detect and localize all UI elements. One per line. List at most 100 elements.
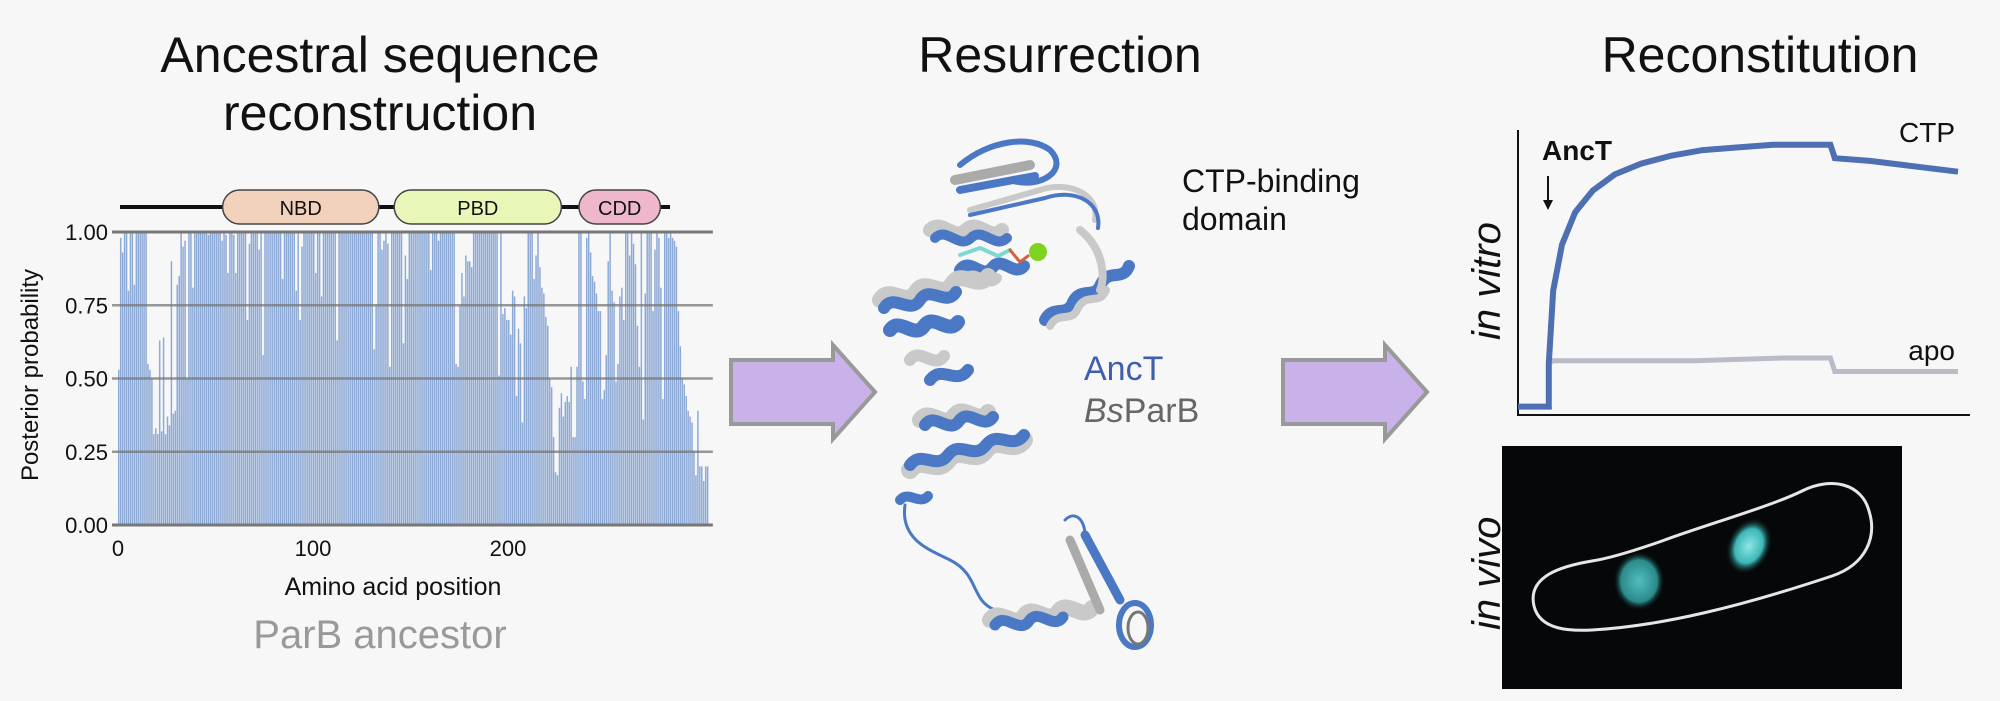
bar [704, 466, 707, 525]
bar [465, 255, 467, 525]
bar [149, 369, 151, 525]
bar [597, 311, 600, 525]
bar [703, 481, 705, 525]
bar [689, 416, 691, 525]
bar [539, 267, 541, 525]
bar [320, 296, 323, 525]
bar [246, 319, 249, 525]
bar [160, 431, 163, 525]
bar [584, 399, 586, 525]
bar [301, 246, 303, 525]
bar [457, 366, 459, 525]
bar [469, 261, 471, 525]
x-tick-label: 100 [295, 536, 332, 561]
series-line-apo [1518, 355, 1958, 410]
bar [504, 308, 506, 525]
bar [560, 393, 563, 525]
bar [570, 366, 572, 525]
series-label-ctp: CTP [1899, 117, 1955, 148]
bar [513, 296, 516, 525]
bar [314, 273, 317, 525]
domain-nbd [221, 189, 380, 225]
bar [295, 290, 297, 525]
bar [564, 401, 567, 525]
bar [662, 399, 664, 525]
bar [677, 311, 680, 525]
microscopy-image [1502, 446, 1902, 689]
bar [406, 278, 409, 525]
bar [248, 243, 251, 525]
bar [467, 261, 469, 525]
bar [556, 475, 559, 525]
bar [207, 234, 210, 525]
bar [673, 240, 676, 526]
bar [691, 422, 693, 525]
bar [687, 410, 689, 525]
series-line-ctp [1518, 141, 1959, 410]
bar [697, 410, 699, 525]
bar [617, 363, 619, 525]
bar [517, 328, 520, 525]
bar [566, 396, 568, 525]
bar [166, 416, 169, 525]
injection-arrow-icon [1543, 176, 1553, 210]
gridlines [112, 230, 713, 527]
bar [644, 293, 646, 525]
bar [133, 284, 136, 525]
bar [642, 419, 645, 525]
bar [541, 287, 543, 525]
mg-ion [1029, 243, 1047, 261]
bar [628, 255, 631, 525]
panel-title-asr: Ancestral sequence reconstruction [160, 27, 600, 141]
bar [437, 240, 440, 526]
y-axis: 0.000.250.500.751.00 [65, 220, 108, 538]
bar [611, 290, 613, 525]
bar [389, 366, 391, 525]
bar [373, 349, 375, 525]
y-tick-label: 0.50 [65, 367, 108, 392]
y-axis-label: Posterior probability [17, 269, 44, 481]
x-axis-label: Amino acid position [285, 573, 502, 601]
bar [459, 305, 461, 525]
bar [695, 475, 697, 525]
bar [607, 261, 609, 525]
bar [281, 278, 284, 525]
bar [638, 366, 641, 525]
bar [455, 363, 457, 525]
legend-bsparb: BsParB [1084, 392, 1199, 431]
bar [533, 278, 535, 525]
bar [601, 399, 604, 525]
bar [654, 249, 656, 525]
domain-label: NBD [280, 198, 322, 220]
injection-label: AncT [1542, 135, 1612, 166]
cell-outline [1531, 482, 1874, 632]
bar [404, 255, 407, 525]
y-tick-label: 0.75 [65, 293, 108, 318]
bar [157, 434, 159, 525]
bar [615, 381, 617, 525]
x-tick-label: 200 [490, 536, 527, 561]
bar [599, 311, 602, 525]
bar [519, 343, 522, 525]
bar [299, 319, 301, 525]
bar [262, 355, 264, 525]
y-tick-label: 0.00 [65, 513, 108, 538]
bar [162, 337, 165, 525]
bar [679, 346, 682, 525]
bar [381, 249, 383, 525]
bar [667, 237, 670, 526]
bar [336, 340, 338, 525]
bar [634, 264, 637, 525]
arrow-right-2 [1281, 339, 1430, 445]
bar [623, 319, 625, 525]
bar [605, 355, 607, 525]
bar [550, 387, 553, 525]
domain-label: CDD [598, 198, 641, 220]
arrow-shape [1281, 339, 1430, 445]
bar [562, 416, 565, 525]
bar [545, 316, 547, 525]
bar [699, 466, 701, 525]
bar [574, 437, 576, 525]
bar [170, 261, 173, 525]
bar [658, 237, 660, 526]
